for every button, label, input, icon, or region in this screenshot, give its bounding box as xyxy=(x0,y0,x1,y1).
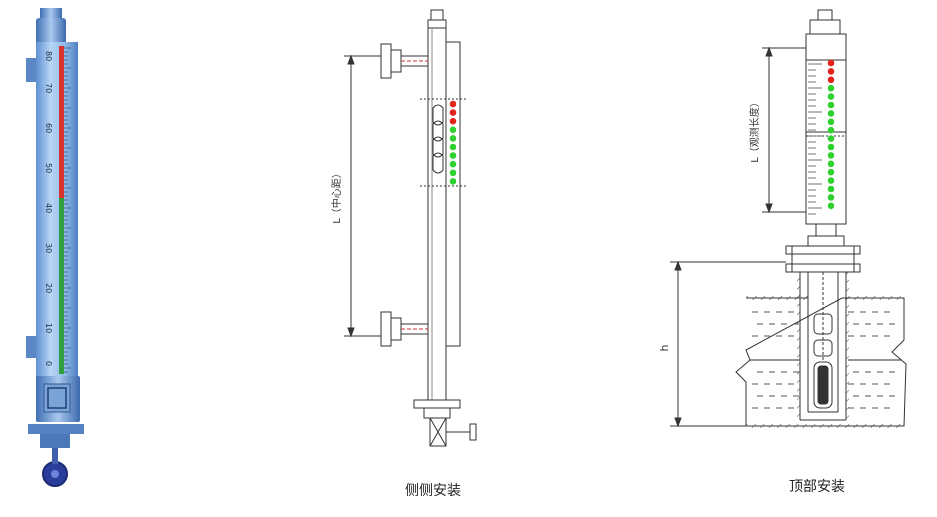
side-indicator-panel xyxy=(445,41,461,347)
side-indicator-dot xyxy=(449,100,457,108)
top-gauge-coupling xyxy=(807,235,845,247)
top-indicator-dot xyxy=(827,143,835,151)
top-indicator-dot xyxy=(827,177,835,184)
top-float-main xyxy=(813,361,833,409)
top-indicator-dot xyxy=(827,110,835,117)
top-height-arrows xyxy=(674,260,682,428)
photo-scale-label: 50 xyxy=(44,163,53,173)
side-dimension-label: L（中心距） xyxy=(330,168,343,224)
side-top-nut xyxy=(427,19,447,29)
photo-top-cap xyxy=(40,8,62,20)
photo-nameplate-mark xyxy=(47,387,67,409)
top-indicator-dot xyxy=(827,84,835,92)
photo-scale-label: 20 xyxy=(44,283,53,293)
side-indicator-dot xyxy=(449,109,457,116)
top-indicator-dot xyxy=(827,160,835,168)
photo-scale-label: 0 xyxy=(44,361,53,366)
side-indicator-dot xyxy=(449,169,457,177)
photo-scale-ticks xyxy=(64,47,71,373)
side-indicator-dot xyxy=(449,178,457,185)
side-valve-handle xyxy=(469,423,477,441)
top-install-caption: 顶部安装 xyxy=(789,479,845,495)
top-indicator-dot xyxy=(827,93,835,100)
top-dimension-arrows xyxy=(765,46,773,214)
level-gauge-photo: 80 70 60 50 40 30 20 10 0 xyxy=(26,8,84,487)
side-float xyxy=(432,104,444,174)
photo-lower-flange xyxy=(26,336,36,358)
side-indicator-dot xyxy=(449,135,457,142)
photo-valve-stem xyxy=(52,448,58,464)
side-bottom-neck xyxy=(423,407,451,419)
side-bottom-flange xyxy=(413,399,461,409)
photo-bottom-flange xyxy=(28,424,84,434)
side-upper-flange xyxy=(380,43,392,79)
photo-top-housing xyxy=(36,18,66,44)
top-float-middle xyxy=(813,339,833,357)
photo-scale-label: 60 xyxy=(44,123,53,133)
photo-scale-label: 10 xyxy=(44,323,53,333)
photo-scale-label: 30 xyxy=(44,243,53,253)
side-indicator-dot xyxy=(449,126,457,134)
top-gauge-neck xyxy=(815,223,837,237)
top-indicator-dot xyxy=(827,76,835,84)
top-indicator-dot xyxy=(827,135,835,142)
side-drain-valve-cross xyxy=(429,417,447,447)
top-indicator-dot xyxy=(827,185,835,193)
top-install-drawing xyxy=(670,9,907,428)
top-indicator-dot xyxy=(827,202,835,210)
photo-side-flange xyxy=(26,58,36,82)
top-dimension-label: L（观测长度） xyxy=(748,97,761,163)
side-dimension-arrows xyxy=(347,54,355,338)
side-install-caption: 侧侧安装 xyxy=(405,483,461,499)
photo-glass-tube xyxy=(36,42,78,380)
top-indicator-dot xyxy=(827,59,835,67)
top-height-label: h xyxy=(658,344,671,351)
side-indicator-dot xyxy=(449,143,457,151)
top-top-cap xyxy=(817,9,833,21)
photo-scale-label: 40 xyxy=(44,203,53,213)
top-indicator-dot xyxy=(827,152,835,159)
photo-handwheel-hub xyxy=(51,470,59,478)
top-tank-hatching xyxy=(746,272,904,428)
photo-green-column xyxy=(59,198,64,374)
top-indicator-dot xyxy=(827,68,835,75)
side-indicator-dots xyxy=(449,100,457,185)
top-indicator-dot xyxy=(827,126,835,134)
side-indicator-dot xyxy=(449,152,457,159)
side-indicator-dot xyxy=(449,117,457,125)
top-lower-flange xyxy=(785,263,861,273)
photo-scale-labels: 80 70 60 50 40 30 20 10 0 xyxy=(44,51,53,366)
side-lower-flange-neck xyxy=(390,317,402,341)
photo-red-column xyxy=(59,46,64,198)
side-upper-flange-neck xyxy=(390,49,402,73)
top-liquid-lines xyxy=(750,311,902,409)
top-indicator-dot xyxy=(827,101,835,109)
side-install-drawing xyxy=(344,9,477,447)
top-float-weight xyxy=(817,365,829,405)
top-indicator-dot xyxy=(827,168,835,176)
top-gauge-body xyxy=(805,33,847,225)
photo-scale-label: 80 xyxy=(44,51,53,61)
side-top-cap xyxy=(430,9,444,21)
top-float-upper xyxy=(813,313,833,335)
top-top-nut xyxy=(809,19,841,35)
top-scale-ticks xyxy=(808,63,822,215)
side-lower-flange xyxy=(380,311,392,347)
top-upper-flange xyxy=(785,245,861,255)
top-indicator-dots xyxy=(827,59,835,210)
top-indicator-dot xyxy=(827,118,835,126)
photo-valve-body xyxy=(40,434,70,448)
top-indicator-dot xyxy=(827,194,835,201)
side-indicator-dot xyxy=(449,160,457,168)
photo-scale-label: 70 xyxy=(44,83,53,93)
